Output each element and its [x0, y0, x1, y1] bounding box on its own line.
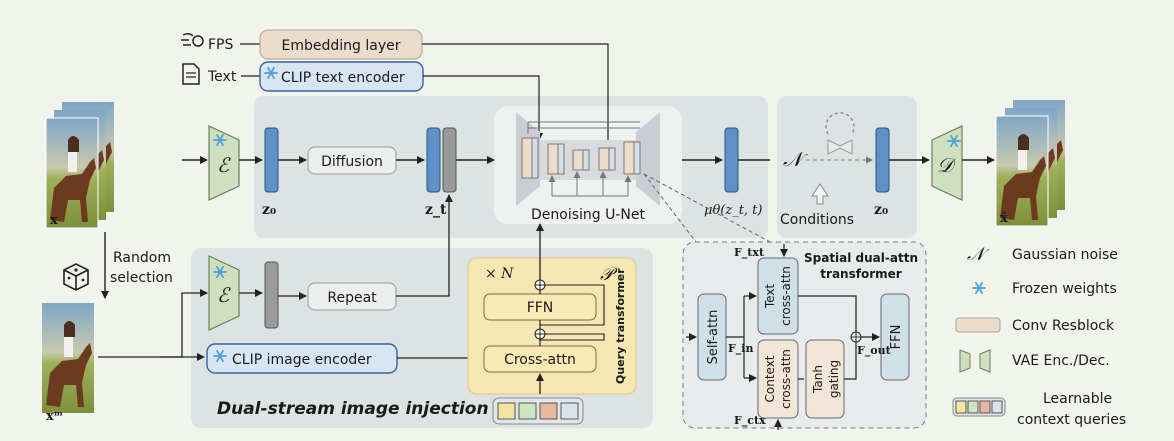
conditions-label: Conditions — [780, 212, 854, 228]
decoder-symbol: 𝒟 — [937, 153, 957, 177]
random-label: Random — [113, 250, 171, 266]
mu-label: μθ(z_t, t) — [704, 203, 762, 218]
query-transformer-label: Query transformer — [614, 268, 627, 384]
loop-icon — [825, 112, 855, 135]
mu-latent — [724, 127, 739, 193]
spatial-dual-attn-panel — [682, 241, 927, 429]
z0-out-label: z₀ — [874, 202, 888, 218]
z0-latent — [264, 127, 279, 193]
learnable-queries — [492, 397, 584, 425]
xm-label: xᵐ — [46, 409, 63, 424]
z0-out-latent — [875, 127, 890, 193]
up-arrow-icon — [811, 183, 829, 205]
z0-label: z₀ — [262, 202, 276, 218]
dual-stream-label: Dual-stream image injection — [217, 399, 489, 419]
text-doc-icon — [182, 63, 200, 85]
legend-queries-icon — [952, 397, 1006, 417]
selection-label: selection — [110, 270, 173, 286]
encoder-symbol: ℰ — [217, 153, 231, 177]
output-video-frames — [995, 100, 1065, 227]
f-in-label: F_in — [728, 342, 754, 356]
legend-vae-enc-icon — [959, 349, 971, 373]
x-label: x — [50, 213, 58, 228]
text-cross-attn-label-2: cross-attn — [779, 266, 793, 326]
legend-vae: VAE Enc./Dec. — [1012, 353, 1110, 369]
tanh-label-2: gating — [827, 360, 841, 398]
spatial-ffn-label: FFN — [889, 325, 904, 350]
vae-encoder-bottom — [208, 255, 240, 331]
context-cross-attn-label-2: cross-attn — [779, 349, 793, 409]
tanh-label-1: Tanh — [811, 365, 825, 394]
input-video-frames — [45, 102, 114, 229]
image-latent — [264, 261, 279, 329]
embedding-layer-label: Embedding layer — [282, 38, 401, 54]
f-out-label: F_out — [857, 344, 892, 358]
zt-condition-latent — [442, 127, 457, 193]
legend-gaussian: Gaussian noise — [1012, 247, 1118, 263]
f-ctx-label: F_ctx — [734, 414, 766, 428]
self-attn-label: Self-attn — [706, 310, 721, 365]
legend-conv: Conv Resblock — [1012, 318, 1115, 334]
legend-vae-dec-icon — [979, 349, 991, 373]
clip-text-encoder-label: CLIP text encoder — [281, 70, 405, 86]
vae-decoder — [931, 125, 963, 201]
unet-label: Denoising U-Net — [531, 207, 646, 223]
encoder-symbol-2: ℰ — [217, 283, 231, 307]
text-cross-attn-label-1: Text — [763, 284, 777, 310]
legend-conv-swatch — [955, 317, 1001, 333]
ffn-label: FFN — [527, 300, 554, 316]
fps-icon — [181, 32, 204, 47]
repeat-label: Repeat — [327, 290, 377, 306]
diffusion-label: Diffusion — [321, 154, 383, 170]
times-n-label: × N — [485, 266, 514, 282]
clip-image-encoder-label: CLIP image encoder — [232, 352, 372, 368]
zt-latent — [426, 127, 441, 193]
xhat-label: x̂ — [1000, 211, 1008, 226]
dice-icon — [63, 263, 89, 291]
selected-frame — [42, 303, 94, 413]
zt-label: z_t — [425, 202, 447, 218]
cross-attn-label: Cross-attn — [504, 352, 576, 368]
spatial-title-2: transformer — [820, 267, 901, 281]
legend-noise-symbol: 𝒩 — [967, 244, 990, 265]
unet-shape — [516, 112, 660, 206]
legend-learnable-2: context queries — [1017, 412, 1126, 428]
legend-learnable-1: Learnable — [1043, 391, 1112, 407]
context-cross-attn-label-1: Context — [763, 355, 777, 402]
f-txt-label: F_txt — [734, 246, 765, 260]
spatial-title-1: Spatial dual-attn — [804, 251, 918, 265]
text-label: Text — [207, 69, 237, 85]
legend-frozen-icon — [972, 281, 986, 295]
spatial-ffn-block — [880, 293, 910, 381]
fps-label: FPS — [208, 37, 233, 53]
legend-frozen: Frozen weights — [1012, 281, 1117, 297]
